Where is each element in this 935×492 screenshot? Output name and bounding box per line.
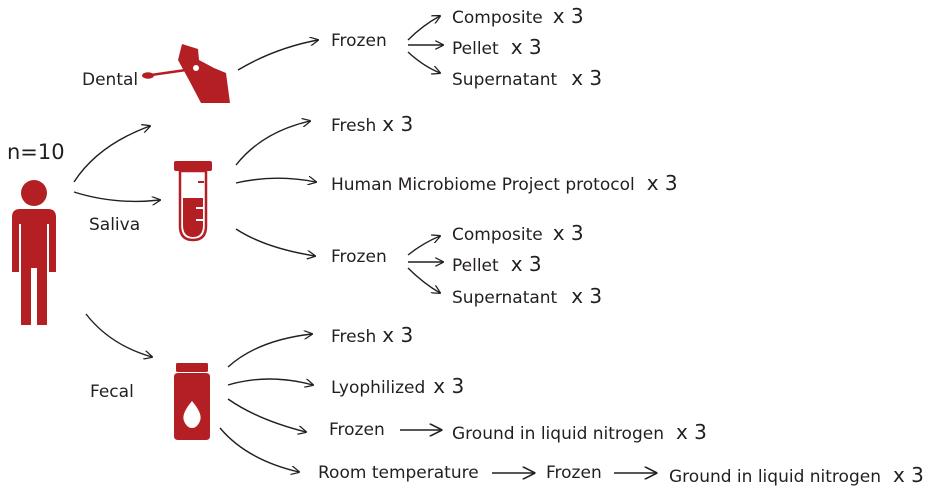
sample-label-dental: Dental xyxy=(82,70,139,90)
output-count: x 3 xyxy=(510,35,542,59)
output-count: x 3 xyxy=(571,66,603,90)
sample-label-fecal: Fecal xyxy=(90,382,134,402)
fecal-frozen-label: Frozen xyxy=(329,420,385,440)
process-count: x 3 xyxy=(892,463,924,487)
arrow-fecal-room-temperature xyxy=(219,427,299,472)
specimen-jar-icon xyxy=(174,363,210,440)
arrow-saliva-fresh xyxy=(235,121,310,166)
arrow-saliva-hmp xyxy=(235,178,316,183)
arrow-fecal-lyophilized xyxy=(227,378,313,385)
arrow-dental-composite xyxy=(407,16,440,41)
arrow-to-dental xyxy=(73,126,150,183)
output-count: x 3 xyxy=(571,284,603,308)
process-count: x 3 xyxy=(382,112,414,136)
arrow-fecal-fresh xyxy=(227,334,312,368)
fecal-room-frozen-label: Frozen xyxy=(546,463,602,483)
dental-output-pellet: Pellet x 3 xyxy=(452,37,542,58)
arrow-to-fecal xyxy=(85,313,152,357)
process-count: x 3 xyxy=(433,374,465,398)
output-name: Supernatant xyxy=(452,288,558,308)
output-name: Pellet xyxy=(452,256,499,276)
person-icon xyxy=(12,180,56,325)
fecal-frozen-ground: Ground in liquid nitrogen x 3 xyxy=(452,422,707,443)
process-count: x 3 xyxy=(382,323,414,347)
swab-hand-icon xyxy=(142,44,230,103)
arrow-to-saliva xyxy=(73,191,160,201)
output-count: x 3 xyxy=(552,4,584,28)
output-name: Supernatant xyxy=(452,70,558,90)
process-name: Human Microbiome Project protocol xyxy=(331,175,635,195)
output-name: Composite xyxy=(452,225,543,245)
arrow-fecal-frozen xyxy=(227,398,306,432)
output-count: x 3 xyxy=(552,221,584,245)
arrow-saliva-supernatant xyxy=(407,267,440,293)
saliva-output-pellet: Pellet x 3 xyxy=(452,254,542,275)
test-tube-icon xyxy=(174,161,212,242)
process-name: Fresh xyxy=(331,116,377,136)
process-name: Lyophilized xyxy=(331,378,426,398)
output-count: x 3 xyxy=(510,252,542,276)
dental-output-composite: Composite x 3 xyxy=(452,6,584,27)
process-name: Ground in liquid nitrogen xyxy=(452,424,664,444)
fecal-room-temperature-label: Room temperature xyxy=(318,463,479,483)
fecal-lyophilized: Lyophilized x 3 xyxy=(331,376,464,397)
arrow-saliva-composite xyxy=(407,236,440,256)
dental-output-supernatant: Supernatant x 3 xyxy=(452,68,602,89)
connector-arrows xyxy=(73,16,656,473)
output-name: Composite xyxy=(452,8,543,28)
process-name: Fresh xyxy=(331,327,377,347)
process-count: x 3 xyxy=(646,171,678,195)
saliva-frozen-label: Frozen xyxy=(331,247,387,267)
saliva-output-supernatant: Supernatant x 3 xyxy=(452,286,602,307)
fecal-room-ground: Ground in liquid nitrogen x 3 xyxy=(669,465,924,486)
saliva-hmp-protocol: Human Microbiome Project protocol x 3 xyxy=(331,173,678,194)
arrow-dental-frozen xyxy=(237,40,318,71)
sample-label-saliva: Saliva xyxy=(89,215,141,235)
subjects-label: n=10 xyxy=(7,140,65,164)
output-name: Pellet xyxy=(452,39,499,59)
process-count: x 3 xyxy=(675,420,707,444)
dental-frozen-label: Frozen xyxy=(331,31,387,51)
process-name: Ground in liquid nitrogen xyxy=(669,467,881,487)
arrow-dental-supernatant xyxy=(407,51,440,73)
arrow-saliva-frozen xyxy=(235,228,315,256)
saliva-output-composite: Composite x 3 xyxy=(452,223,584,244)
